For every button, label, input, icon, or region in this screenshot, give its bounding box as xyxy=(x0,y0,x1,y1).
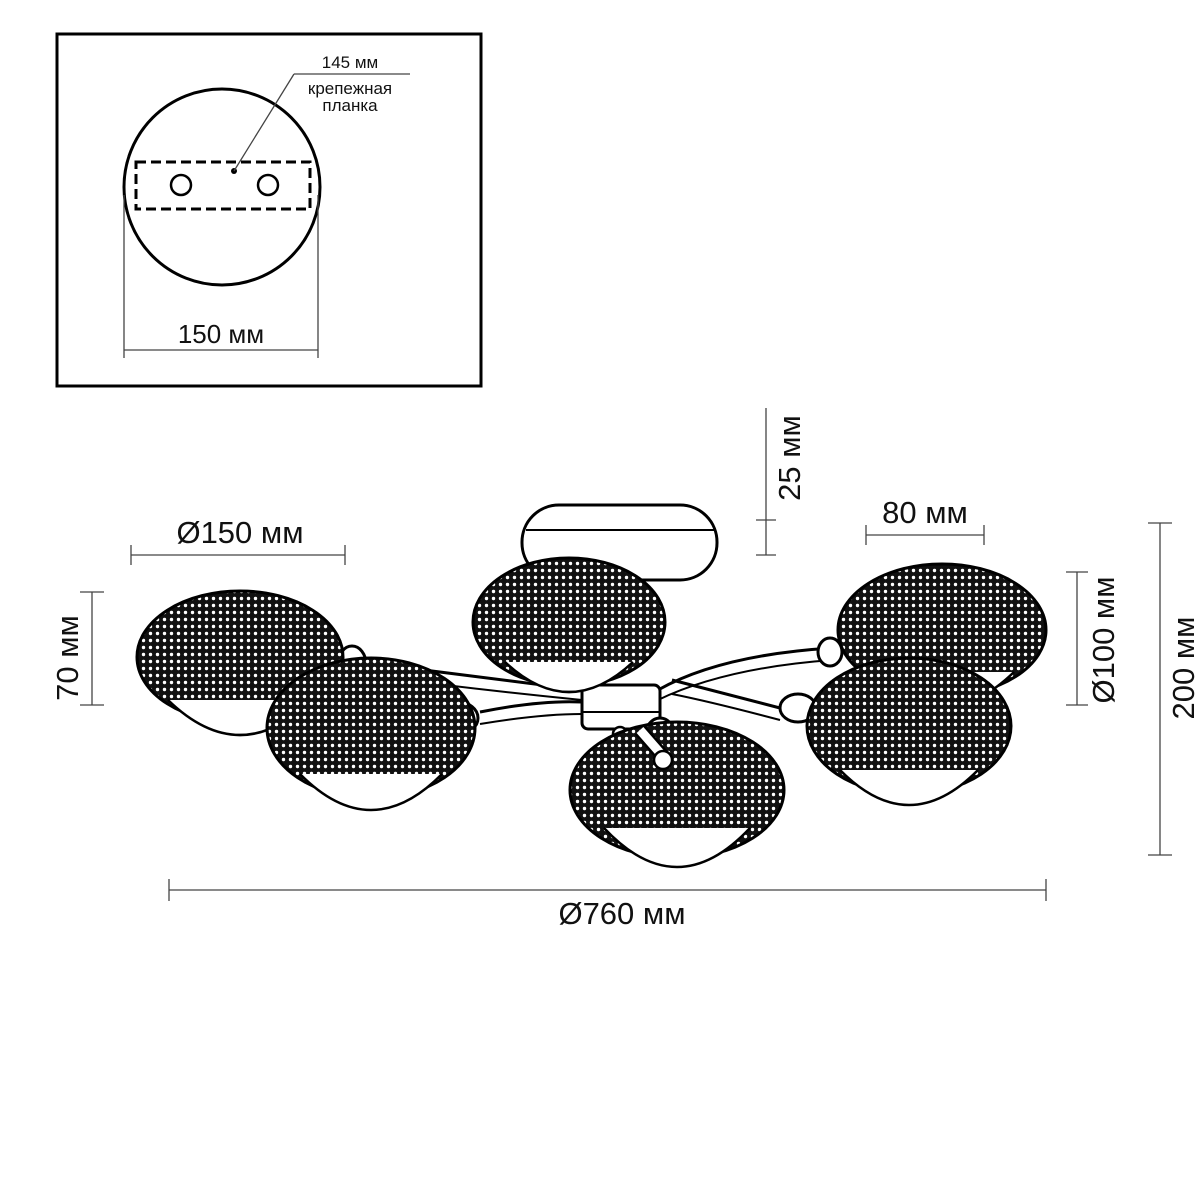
canopy-plate-top-view xyxy=(122,87,322,287)
arm-front-left-inner xyxy=(479,713,583,725)
shade-back-center xyxy=(471,556,667,694)
shade-front-center xyxy=(568,720,786,869)
dimension-shade-diameter: Ø150 мм xyxy=(130,515,346,565)
bracket-leader-line xyxy=(233,73,295,172)
arm-back-right xyxy=(657,646,833,692)
shade-diameter-label: Ø150 мм xyxy=(176,515,303,550)
central-hub xyxy=(580,683,662,743)
canopy-height-label: 25 мм xyxy=(772,415,807,501)
socket-back-right xyxy=(816,636,844,668)
canopy-diameter-label: 150 мм xyxy=(178,319,264,349)
front-center-stem xyxy=(634,725,674,771)
bracket-width-label: 145 мм xyxy=(322,53,378,72)
shade-front-left xyxy=(265,656,477,812)
shade-height-label: 70 мм xyxy=(50,615,85,701)
dimension-shade-height: 70 мм xyxy=(50,591,104,706)
arm-front-left xyxy=(479,700,583,714)
total-diameter-label: Ø760 мм xyxy=(558,896,685,931)
shade-inner-diameter-label: Ø100 мм xyxy=(1086,576,1121,703)
dimension-total-height: 200 мм xyxy=(1148,522,1200,856)
ceiling-lamp xyxy=(135,503,1048,869)
shade-front-right xyxy=(805,656,1013,807)
bracket-screw-hole-left xyxy=(169,173,193,197)
mounting-bracket xyxy=(134,160,312,211)
arm-front-right xyxy=(671,678,781,710)
dimension-canopy-height: 25 мм xyxy=(756,408,807,556)
hub-body xyxy=(580,683,662,731)
inset-frame xyxy=(55,32,483,388)
dimension-shade-opening: 80 мм xyxy=(865,495,985,545)
dimension-shade-inner-diameter: Ø100 мм xyxy=(1066,571,1121,706)
bracket-name-line2: планка xyxy=(322,96,378,115)
dimension-total-diameter: Ø760 мм xyxy=(168,879,1047,931)
total-height-label: 200 мм xyxy=(1166,617,1200,720)
bracket-name-line1: крепежная xyxy=(308,79,392,98)
arm-front-right-inner xyxy=(671,693,781,721)
lamp-arms xyxy=(344,646,833,725)
bracket-screw-hole-right xyxy=(256,173,280,197)
shade-opening-label: 80 мм xyxy=(882,495,968,530)
mounting-plate-inset: 145 мм крепежная планка 150 мм xyxy=(55,32,483,388)
arm-back-right-inner xyxy=(657,659,833,701)
